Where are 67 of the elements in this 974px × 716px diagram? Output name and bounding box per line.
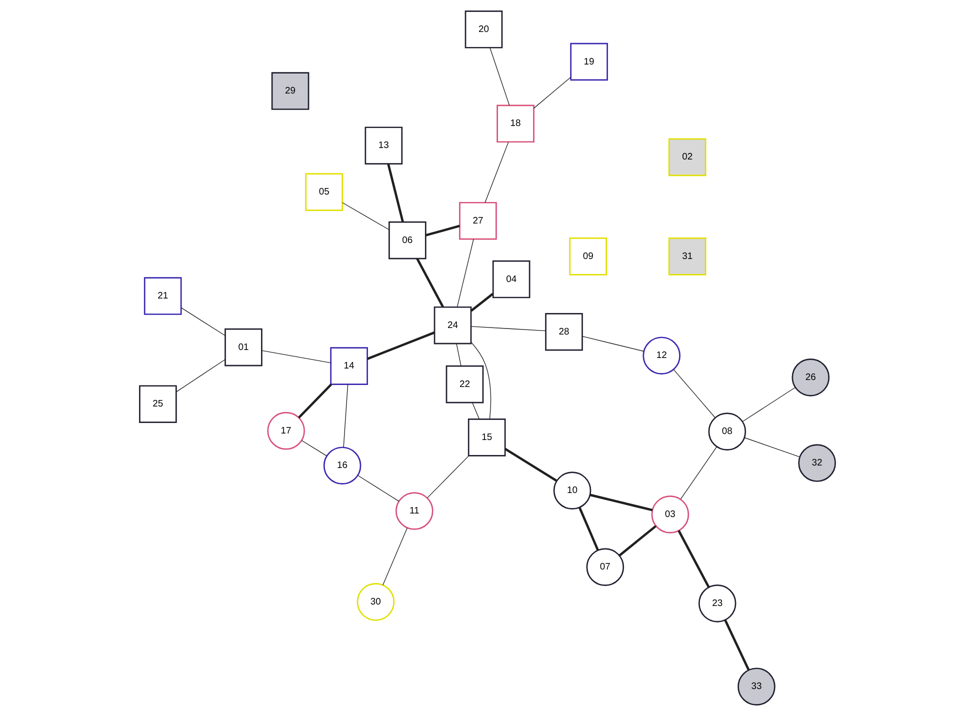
node-circle: 32: [798, 444, 836, 482]
connector: [589, 494, 652, 512]
node-box: 06: [388, 221, 426, 260]
node-box: 18: [496, 104, 534, 143]
node-circle: 10: [552, 472, 591, 510]
node-box: 09: [568, 238, 606, 276]
connector: [456, 238, 474, 308]
connector: [744, 437, 800, 458]
connector: [672, 369, 716, 418]
node-box: 20: [464, 10, 502, 48]
connector: [470, 342, 491, 420]
node-box: 01: [224, 328, 262, 366]
connector: [342, 384, 348, 448]
node-circle: 16: [322, 446, 361, 485]
node-circle: 17: [266, 412, 304, 450]
connector: [618, 525, 656, 556]
connector: [426, 455, 469, 498]
node-box: 25: [138, 385, 176, 423]
node-box: 31: [668, 238, 706, 276]
connector: [366, 331, 434, 360]
connector: [180, 307, 226, 336]
node-circle: 11: [395, 492, 433, 530]
node-circle: 33: [737, 668, 775, 706]
node-box: 22: [445, 365, 484, 404]
connector: [484, 142, 508, 203]
node-box: 05: [304, 173, 342, 211]
node-circle: 08: [708, 412, 746, 450]
node-box: 27: [458, 202, 496, 240]
connector: [261, 350, 330, 364]
connector: [470, 292, 494, 312]
node-box: 19: [570, 42, 608, 81]
connector: [470, 326, 546, 332]
connector: [533, 76, 571, 109]
node-circle: 30: [356, 583, 394, 621]
connector: [382, 528, 408, 586]
connector: [424, 224, 460, 236]
node-box: 28: [544, 312, 582, 351]
connector: [175, 359, 225, 392]
connector: [386, 164, 404, 222]
connector: [342, 202, 390, 230]
node-circle: 07: [586, 548, 624, 586]
node-box: 15: [467, 418, 506, 456]
connector: [504, 448, 557, 482]
connector: [416, 258, 444, 308]
connector: [356, 475, 399, 502]
node-box: 04: [492, 260, 530, 298]
connector: [724, 620, 750, 670]
connector: [489, 47, 510, 106]
node-circle: 03: [650, 496, 689, 534]
connector: [742, 387, 796, 422]
connector: [680, 446, 717, 500]
node-box: 02: [668, 138, 706, 176]
connector: [472, 402, 480, 420]
node-circle: 26: [791, 358, 830, 396]
connector: [578, 507, 599, 551]
node-box: 21: [143, 277, 182, 315]
node-box: 13: [364, 126, 402, 165]
node-box: 29: [270, 72, 309, 110]
connector: [300, 440, 327, 456]
node-box: 24: [433, 306, 472, 344]
connector: [677, 530, 710, 588]
node-circle: 12: [642, 336, 680, 375]
connector: [582, 336, 644, 352]
connector: [456, 343, 461, 366]
node-circle: 23: [698, 584, 736, 622]
connector: [297, 384, 332, 419]
node-box: 14: [330, 347, 368, 385]
